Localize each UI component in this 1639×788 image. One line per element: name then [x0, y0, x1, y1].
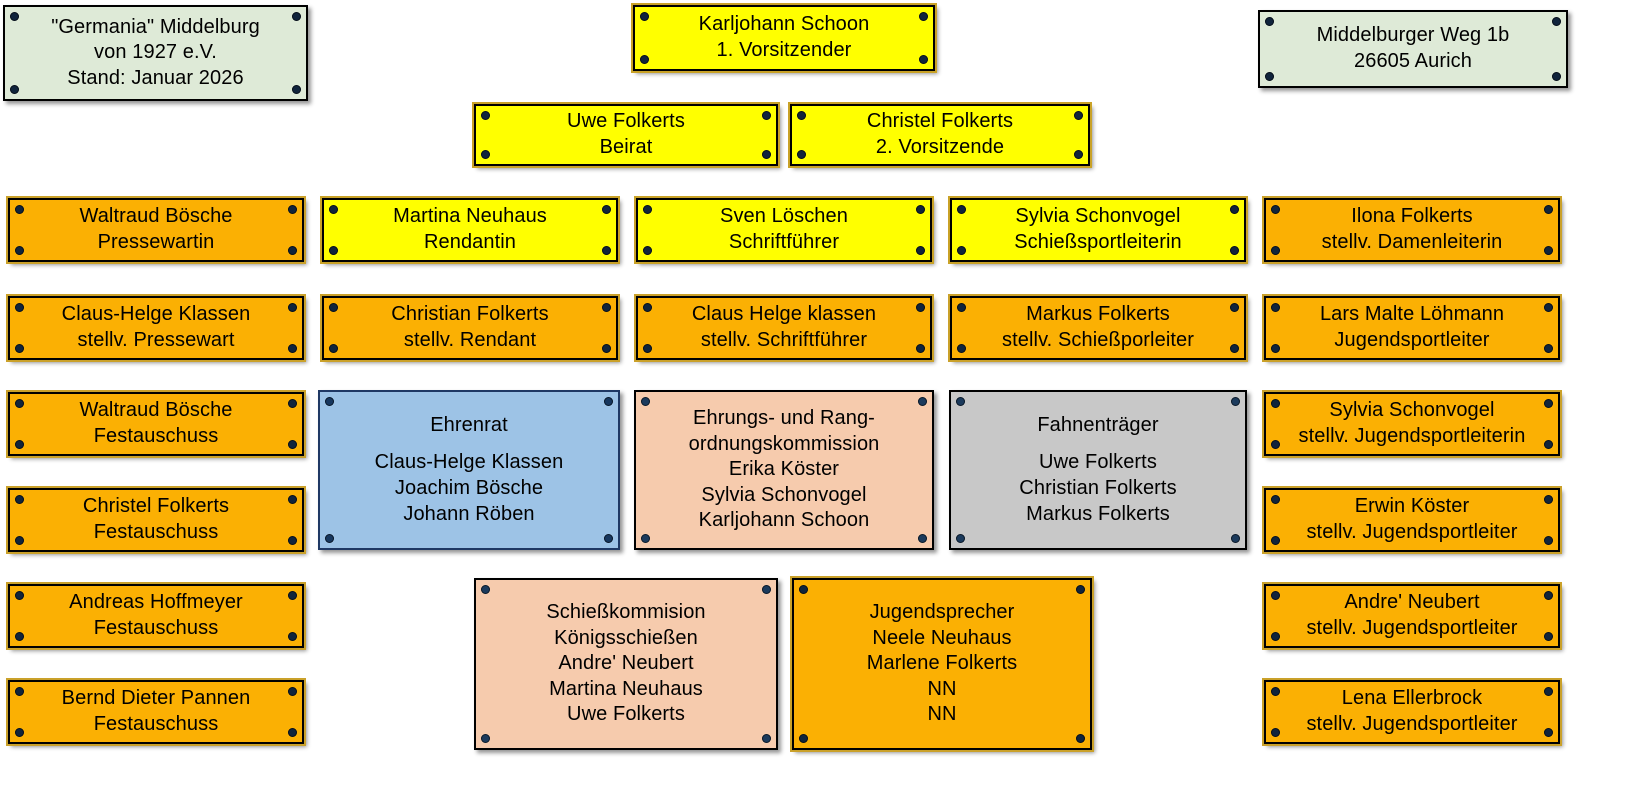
- plaque-line: Uwe Folkerts: [567, 110, 685, 133]
- plaque-line: Jugendsportleiter: [1334, 329, 1490, 351]
- plaque-line: stellv. Jugendsportleiter: [1306, 521, 1518, 543]
- plaque-line: Christel Folkerts: [82, 495, 230, 518]
- plaque-line: Ehrenrat: [430, 413, 508, 436]
- plaque-line: Andreas Hoffmeyer: [69, 591, 243, 614]
- plaque-line: Lars Malte Löhmann: [1319, 303, 1505, 326]
- plaque-line: NN: [927, 703, 957, 726]
- stellv-schiessporleiter-plaque: Markus Folkerts stellv. Schießporleiter: [948, 294, 1248, 362]
- plaque-line: Markus Folkerts: [1026, 502, 1170, 525]
- plaque-line: stellv. Schießporleiter: [1002, 329, 1194, 351]
- plaque-line: Lena Ellerbrock: [1341, 687, 1483, 710]
- plaque-line: Martina Neuhaus: [393, 205, 547, 228]
- plaque-line: Johann Röben: [403, 502, 535, 525]
- plaque-line: Schriftführer: [728, 231, 840, 253]
- plaque-line: Festauschuss: [93, 617, 219, 639]
- chairman-plaque: Karljohann Schoon 1. Vorsitzender: [631, 3, 937, 73]
- plaque-line: 1. Vorsitzender: [716, 39, 852, 61]
- plaque-line: 26605 Aurich: [1354, 50, 1472, 72]
- plaque-line: Claus-Helge Klassen: [61, 303, 251, 326]
- plaque-line: Ilona Folkerts: [1351, 205, 1473, 228]
- plaque-line: Andre' Neubert: [1344, 591, 1480, 614]
- plaque-line: NN: [927, 677, 957, 700]
- plaque-line: Markus Folkerts: [1026, 303, 1170, 326]
- plaque-line: Martina Neuhaus: [549, 677, 703, 700]
- plaque-line: Festauschuss: [93, 425, 219, 447]
- club-identity-plaque: "Germania" Middelburg von 1927 e.V.Stand:…: [3, 5, 308, 101]
- plaque-line: Sylvia Schonvogel: [1329, 399, 1495, 422]
- plaque-line: Marlene Folkerts: [866, 652, 1018, 675]
- plaque-line: Erwin Köster: [1354, 495, 1470, 518]
- plaque-line: 2. Vorsitzende: [875, 136, 1005, 158]
- plaque-line: stellv. Schriftführer: [700, 329, 868, 351]
- plaque-line: Neele Neuhaus: [872, 626, 1012, 649]
- plaque-line: Bernd Dieter Pannen: [61, 687, 251, 710]
- plaque-line: Ehrungs- und Rang-: [693, 407, 875, 430]
- plaque-line: stellv. Rendant: [403, 329, 537, 351]
- plaque-line: Rendantin: [423, 231, 517, 253]
- plaque-line: Joachim Bösche: [394, 477, 544, 499]
- plaque-line: ordnungskommission: [688, 432, 880, 455]
- plaque-line: stellv. Jugendsportleiter: [1306, 617, 1518, 639]
- vice-chairwoman-plaque: Christel Folkerts 2. Vorsitzende: [788, 102, 1092, 168]
- stellv-schriftfuehrer-plaque: Claus Helge klassen stellv. Schriftführer: [634, 294, 934, 362]
- stellv-jugendsportleiter-plaque-3: Lena Ellerbrock stellv. Jugendsportleiter: [1262, 678, 1562, 746]
- plaque-line: stellv. Pressewart: [77, 329, 235, 351]
- stellv-rendant-plaque: Christian Folkerts stellv. Rendant: [320, 294, 620, 362]
- stellv-pressewart-plaque: Claus-Helge Klassen stellv. Pressewart: [6, 294, 306, 362]
- plaque-line: "Germania" Middelburg: [51, 15, 260, 38]
- plaque-line: Fahnenträger: [1037, 413, 1159, 436]
- plaque-line: Sylvia Schonvogel: [701, 483, 867, 506]
- plaque-line: Schießsportleiterin: [1014, 231, 1182, 253]
- plaque-line: Sylvia Schonvogel: [1015, 205, 1181, 228]
- plaque-line: Beirat: [599, 136, 653, 158]
- plaque-line: Stand: Januar 2026: [67, 66, 244, 89]
- plaque-line: Andre' Neubert: [558, 652, 694, 675]
- plaque-line: Festauschuss: [93, 713, 219, 735]
- plaque-line: Karljohann Schoon: [698, 13, 870, 36]
- plaque-line: Uwe Folkerts: [567, 703, 685, 726]
- plaque-line: Christian Folkerts: [1019, 477, 1177, 499]
- plaque-line: Waltraud Bösche: [79, 205, 233, 228]
- plaque-line: Jugendsprecher: [869, 601, 1015, 624]
- plaque-line: Pressewartin: [97, 231, 215, 253]
- plaque-line: Waltraud Bösche: [79, 399, 233, 422]
- stellv-jugendsportleiter-plaque-1: Erwin Köster stellv. Jugendsportleiter: [1262, 486, 1562, 554]
- plaque-line: Schießkommision: [546, 601, 706, 624]
- plaque-line: Erika Köster: [728, 458, 840, 481]
- plaque-line: Christel Folkerts: [866, 110, 1014, 133]
- plaque-line: von 1927 e.V.: [94, 41, 217, 64]
- plaque-line: Claus-Helge Klassen: [374, 451, 564, 474]
- plaque-line: Sven Löschen: [720, 205, 848, 228]
- stellv-jugendsportleiterin-plaque: Sylvia Schonvogel stellv. Jugendsportleit…: [1262, 390, 1562, 458]
- plaque-line: stellv. Jugendsportleiterin: [1298, 425, 1526, 447]
- plaque-line: Claus Helge klassen: [691, 303, 877, 326]
- plaque-line: Middelburger Weg 1b: [1316, 24, 1510, 47]
- plaque-line: Uwe Folkerts: [1039, 451, 1157, 474]
- stellv-jugendsportleiter-plaque-2: Andre' Neubert stellv. Jugendsportleiter: [1262, 582, 1562, 650]
- plaque-line: Festauschuss: [93, 521, 219, 543]
- address-plaque: Middelburger Weg 1b 26605 Aurich: [1258, 10, 1568, 88]
- plaque-line: stellv. Damenleiterin: [1321, 231, 1503, 253]
- plaque-line: Karljohann Schoon: [698, 509, 870, 532]
- plaque-line: Christian Folkerts: [391, 303, 549, 326]
- stellv-damenleiterin-plaque: Ilona Folkerts stellv. Damenleiterin: [1262, 196, 1562, 264]
- plaque-line: Königsschießen: [554, 626, 698, 649]
- plaque-line: stellv. Jugendsportleiter: [1306, 713, 1518, 735]
